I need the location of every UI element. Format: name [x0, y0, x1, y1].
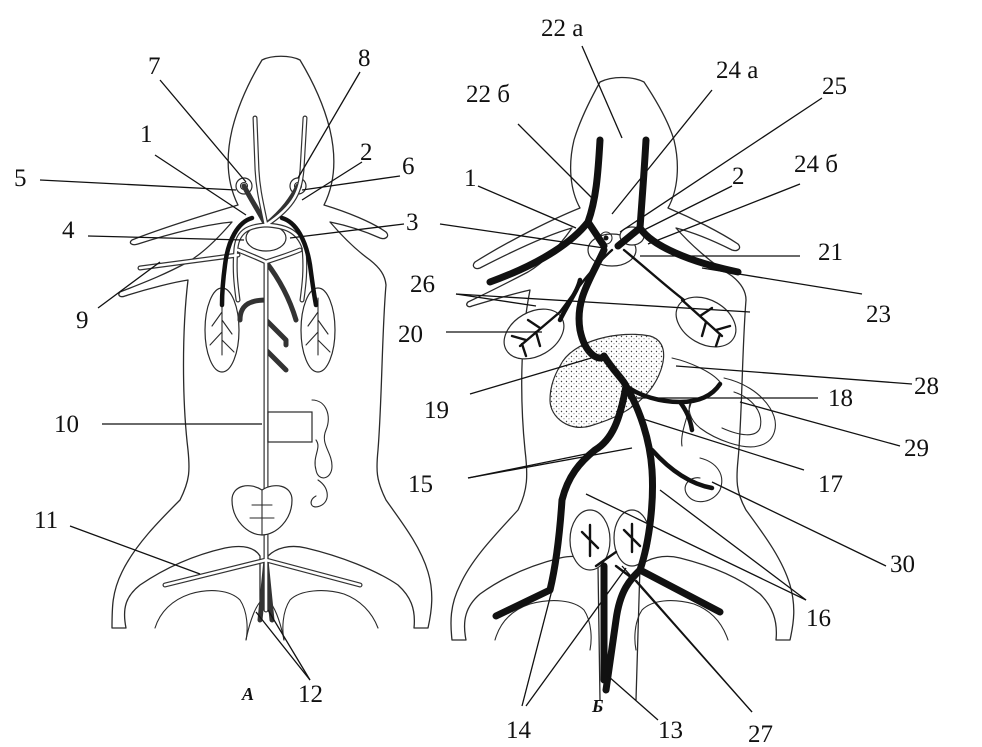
- leader-25: [620, 98, 822, 232]
- leader-9: [98, 262, 160, 308]
- hind-leg-right-a: [283, 591, 378, 640]
- label-2a: 2: [360, 139, 373, 166]
- label-10: 10: [54, 411, 79, 438]
- leader-6: [302, 176, 400, 190]
- label-27: 27: [748, 721, 773, 747]
- leader-5: [40, 180, 236, 190]
- label-20: 20: [398, 321, 423, 348]
- label-1b: 1: [464, 165, 477, 192]
- label-19: 19: [424, 397, 449, 424]
- leader-22b: [518, 124, 594, 200]
- label-23: 23: [866, 301, 891, 328]
- leader-22a: [582, 46, 622, 138]
- label-22a: 22 а: [541, 15, 583, 42]
- label-3a: 3: [406, 209, 419, 236]
- leader-11: [70, 526, 200, 574]
- label-12: 12: [298, 681, 323, 708]
- leader-14a: [522, 590, 552, 706]
- label-1a: 1: [140, 121, 153, 148]
- leader-4: [88, 236, 244, 240]
- intestine-loops-a: [311, 400, 332, 507]
- hind-leg-left-a: [155, 591, 247, 640]
- label-15: 15: [408, 471, 433, 498]
- label-24a: 24 а: [716, 57, 758, 84]
- leader-30: [712, 482, 886, 566]
- panel-a-arterial-system: А: [112, 56, 432, 704]
- leader-13: [608, 676, 658, 720]
- leader-24a: [612, 90, 712, 214]
- label-24b: 24 б: [794, 151, 838, 178]
- sinus-venosus-core-b: [604, 236, 609, 241]
- label-17: 17: [818, 471, 843, 498]
- label-18: 18: [828, 385, 853, 412]
- label-5: 5: [14, 165, 27, 192]
- panel-b-letter: Б: [591, 696, 603, 716]
- leader-29: [740, 402, 900, 446]
- label-8: 8: [358, 45, 371, 72]
- label-21: 21: [818, 239, 843, 266]
- label-29: 29: [904, 435, 929, 462]
- leader-lines-a: [40, 72, 404, 680]
- label-14: 14: [506, 717, 532, 744]
- label-6: 6: [402, 153, 415, 180]
- arterial-arches-a: [140, 118, 360, 620]
- label-25: 25: [822, 73, 847, 100]
- kidney-block-a: [268, 412, 312, 442]
- label-11: 11: [34, 507, 58, 534]
- label-13: 13: [658, 717, 683, 744]
- label-4: 4: [62, 217, 75, 244]
- leader-1a: [155, 155, 246, 215]
- label-30: 30: [890, 551, 915, 578]
- leader-12a: [268, 610, 310, 680]
- label-28: 28: [914, 373, 939, 400]
- leader-23: [702, 268, 862, 294]
- leader-16b: [660, 490, 806, 600]
- label-22b: 22 б: [466, 81, 510, 108]
- label-16: 16: [806, 605, 831, 632]
- panel-a-letter: А: [241, 684, 254, 704]
- liver-b: [550, 334, 664, 427]
- leader-8: [298, 72, 360, 178]
- labels-a: 7 8 1 2 5 6 4 3 9 10 11 12: [14, 45, 419, 708]
- label-2b: 2: [732, 163, 745, 190]
- label-7: 7: [148, 53, 161, 80]
- label-26: 26: [410, 271, 435, 298]
- leader-15b: [468, 448, 632, 478]
- leader-2a: [302, 162, 362, 200]
- frog-body-outline-a: [112, 56, 432, 628]
- leader-1b: [478, 186, 576, 228]
- label-9: 9: [76, 307, 89, 334]
